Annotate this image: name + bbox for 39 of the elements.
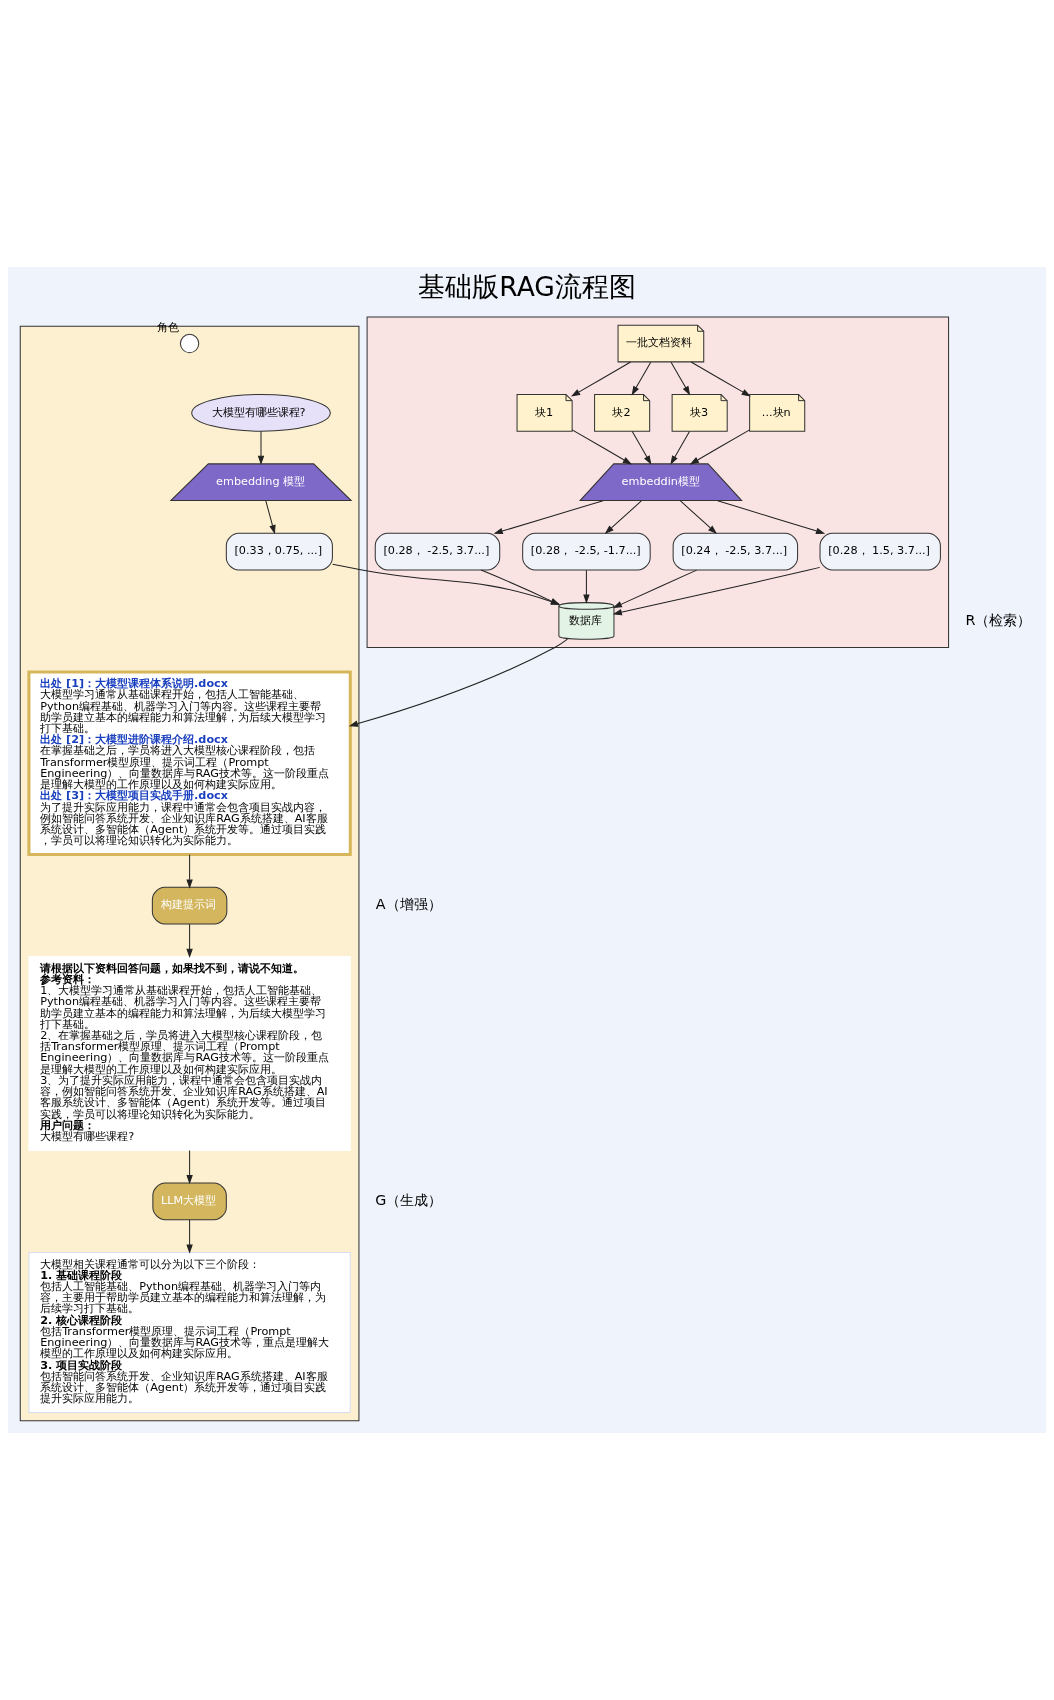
node-person — [179, 333, 200, 354]
arrow — [570, 361, 632, 397]
arrow — [583, 569, 590, 604]
arrow — [186, 1219, 193, 1254]
node-box: [0.33，0.75, ...] — [225, 532, 333, 571]
arrow — [631, 361, 652, 396]
node-box: 大模型相关课程通常可以分为以下三个阶段： 1. 基础课程阶段 包括人工智能基础、Python编程基础、机器学习入门等内容，主要用于帮助学员建立基本的编程能力和算法理解，为后续学习打下基础。 2. 核心课程阶段 包括Transformer模型原理、提示词工程（Prompt Engineering）、向量数据库与RAG技术等，重点是理解大模型的工作原理以及如何构建实际应用。 3. 项目实战阶段 包括智能问答系统开发、企业知识库RAG系统搭建、AI客服系统设计、多智能体（Agent）系统开发等，通过项目实践提升实际应用能力。 — [28, 1251, 351, 1414]
cluster — [366, 316, 950, 648]
arrow — [631, 431, 652, 465]
arrow — [604, 500, 642, 535]
arrow — [571, 429, 632, 465]
arrow — [493, 500, 604, 535]
node-box: [0.24， -2.5, 3.7...] — [672, 532, 799, 571]
arrow — [670, 361, 691, 396]
label: A（增强） — [375, 896, 442, 913]
label: G（生成） — [375, 1192, 443, 1209]
arrow — [612, 569, 698, 609]
node-box: [0.28， 1.5, 3.7...] — [819, 532, 941, 571]
node-box: 构建提示词 — [151, 886, 228, 925]
arrow — [348, 638, 568, 727]
diagram-title: 基础版RAG流程图 — [418, 271, 636, 303]
arrow — [690, 361, 751, 397]
node-box: [0.28， -2.5, 3.7...] — [374, 532, 501, 571]
arrow — [186, 1150, 193, 1185]
node-box: 出处 [1]：大模型课程体系说明.docx 大模型学习通常从基础课程开始，包括人工智能基础、Python编程基础、机器学习入门等内容。这些课程主要帮助学员建立基本的编程能力和算法理解，为后续大模型学习打下基础。 出处 [2]：大模型进阶课程介绍.docx 在掌握基础之后，学员将进入大模型核心课程阶段，包括Transformer模型原理、提示词工程（Prompt Engineering）、向量数据库与RAG技术等。这一阶段重点是理解大模型的工作原理以及如何构建实际应用。 出处 [3]：大模型项目实战手册.docx 为了提升实际应用能力，课程中通常会包含项目实战内容，例如智能问答系统开发、企业知识库RAG系统搭建、AI客服系统设计、多智能体（Agent）系统开发等。通过项目实践，学员可以将理论知识转化为实际能力。 — [27, 670, 352, 857]
node-box: LLM大模型 — [152, 1182, 227, 1221]
node-ellipse: 大模型有哪些课程? — [191, 394, 331, 432]
label: R（检索） — [965, 611, 1032, 628]
arrow — [717, 500, 826, 535]
arrow — [612, 566, 821, 616]
arrow — [679, 500, 718, 535]
node-box: 请根据以下资料回答问题，如果找不到，请说不知道。 参考资料： 1、大模型学习通常从基础课程开始，包括人工智能基础、Python编程基础、机器学习入门等内容。这些课程主要帮助学员建立基本的编程能力和算法理解，为后续大模型学习打下基础。 2、在掌握基础之后，学员将进入大模型核心课程阶段，包括Transformer模型原理、提示词工程（Prompt Engineering）、向量数据库与RAG技术等。这一阶段重点是理解大模型的工作原理以及如何构建实际应用。 3、为了提升实际应用能力，课程中通常会包含项目实战内容，例如智能问答系统开发、企业知识库RAG系统搭建、AI客服系统设计、多智能体（Agent）系统开发等。通过项目实践，学员可以将理论知识转化为实际能力。 用户问题： 大模型有哪些课程? — [28, 956, 351, 1151]
arrow — [689, 429, 751, 465]
arrow — [186, 854, 193, 889]
node-box: [0.28， -2.5, -1.7...] — [522, 532, 651, 571]
arrow — [670, 431, 690, 465]
arrow — [265, 500, 276, 535]
arrow — [186, 923, 193, 958]
arrow — [257, 431, 265, 465]
